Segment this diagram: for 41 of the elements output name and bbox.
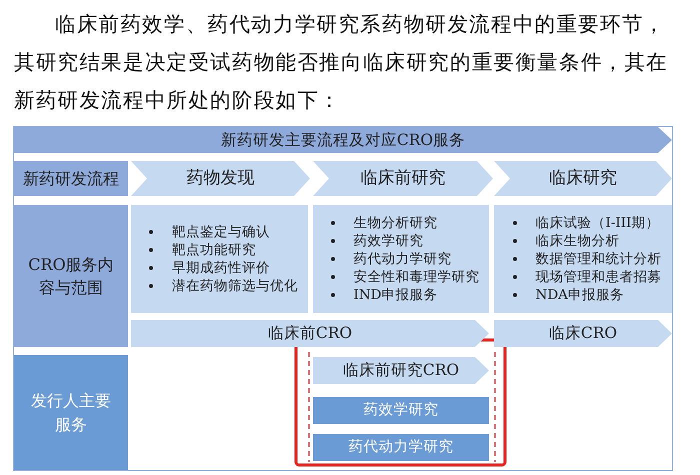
list-item: 靶点功能研究 [172,242,256,258]
node-label: 新药研发主要流程及对应CRO服务 [220,130,466,151]
service-band [313,357,489,384]
list-item: 现场管理和患者招募 [536,269,662,285]
header-band [14,127,672,153]
service-box [313,397,489,424]
node-label: 临床前研究CRO [342,360,460,382]
node-label: 药效学研究 [362,400,440,420]
phase-band [131,320,489,347]
process-step [131,161,310,196]
list-item: 数据管理和统计分析 [536,251,662,267]
node-label: 发行人主要服务 [30,390,112,436]
node-label: 药物发现 [186,167,256,190]
list-item: 靶点鉴定与确认 [172,224,270,240]
node-label: 临床前CRO [266,323,354,344]
list-item: 潜在药物筛选与优化 [172,278,298,294]
list-item: 临床试验（I-III期） [536,215,660,231]
list-item: 药效学研究 [354,233,424,249]
node-label: 临床前研究 [360,167,446,190]
node-label: CRO服务内容与范围 [27,254,115,299]
node-label: 药代动力学研究 [348,438,454,457]
list-item: 生物分析研究 [354,215,438,231]
phase-band [494,320,672,347]
service-panel [313,205,489,313]
node-label: 临床CRO [548,323,618,344]
service-panel [494,205,672,313]
service-box [313,434,489,461]
service-panel [131,205,308,313]
list-item: NDA申报服务 [536,287,624,303]
list-item: 临床生物分析 [536,233,620,249]
list-item: 安全性和毒理学研究 [354,269,480,285]
row-label [14,161,128,196]
row-label [14,355,128,470]
list-item: IND申报服务 [354,287,438,303]
node-label: 临床研究 [548,167,618,190]
intro-paragraph: 临床前药效学、药代动力学研究系药物研发流程中的重要环节，其研究结果是决定受试药物能否推向临床研究的重要衡量条件，其在新药研发流程中所处的阶段如下： [14,11,669,114]
list-item: 药代动力学研究 [354,251,452,267]
process-step [494,161,672,196]
list-item: 早期成药性评价 [172,260,270,276]
node-label: 新药研发流程 [22,168,120,190]
row-label [14,205,128,347]
